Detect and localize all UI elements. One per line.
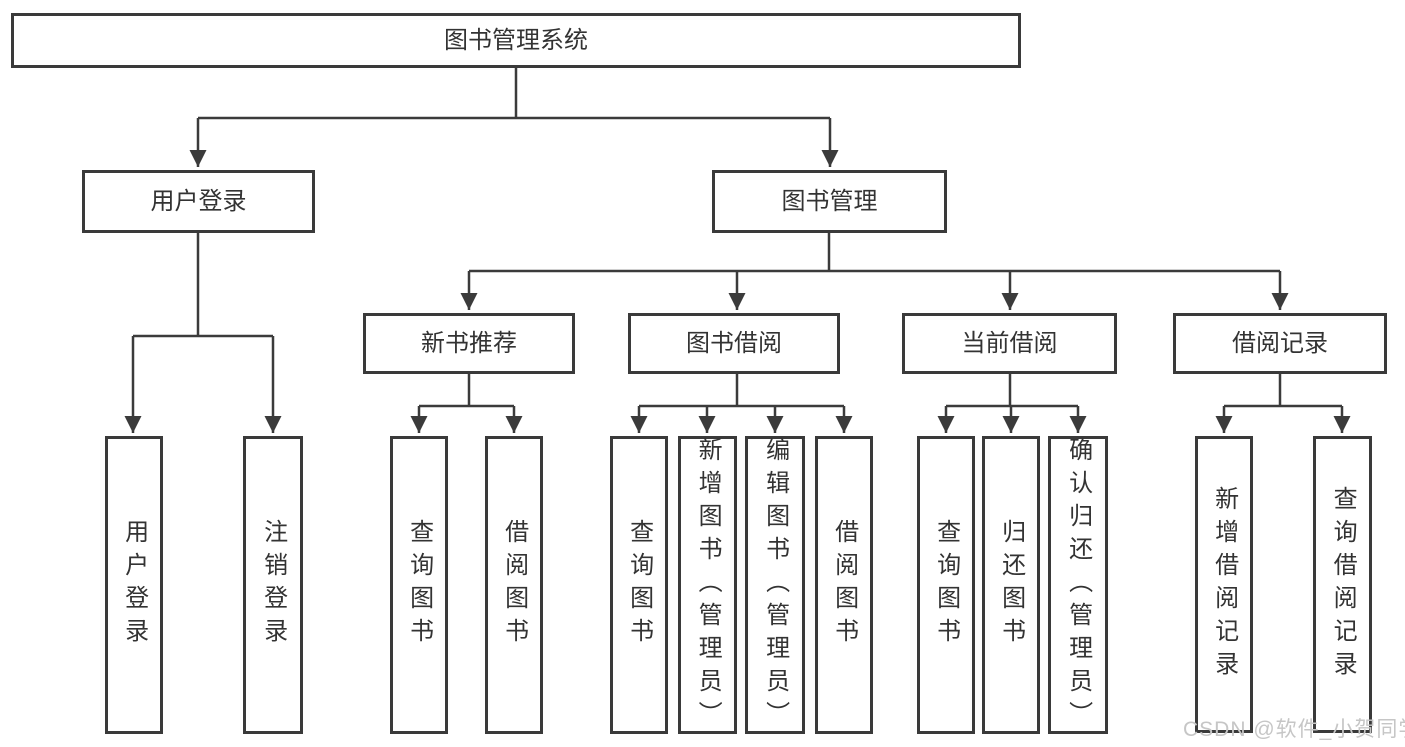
node-user-login-leaf: 用户登录 bbox=[105, 436, 163, 734]
node-logout: 注销登录 bbox=[243, 436, 303, 734]
node-nb-borrow-books: 借阅图书 bbox=[485, 436, 543, 734]
node-bb-edit-books-admin: 编辑图书（管理员） bbox=[745, 436, 805, 734]
connector-root-to-level2 bbox=[189, 68, 839, 167]
node-br-query-record: 查询借阅记录 bbox=[1313, 436, 1372, 733]
connector-bookborrow-to-children bbox=[630, 374, 853, 433]
connector-newbookrec-to-children bbox=[410, 374, 523, 433]
node-book-management: 图书管理 bbox=[712, 170, 947, 233]
node-nb-query-books: 查询图书 bbox=[390, 436, 448, 734]
node-borrow-records: 借阅记录 bbox=[1173, 313, 1387, 374]
watermark: CSDN @软件_小贺同学 bbox=[1183, 718, 1405, 741]
node-br-add-record: 新增借阅记录 bbox=[1195, 436, 1253, 733]
connector-userlogin-to-children bbox=[124, 232, 282, 433]
node-cb-confirm-return-admin: 确认归还（管理员） bbox=[1048, 436, 1108, 734]
node-bb-query-books: 查询图书 bbox=[610, 436, 668, 734]
node-current-borrow: 当前借阅 bbox=[902, 313, 1117, 374]
connector-borrowrecord-to-children bbox=[1215, 374, 1351, 433]
connector-bookmgmt-to-level3 bbox=[460, 232, 1289, 310]
node-root: 图书管理系统 bbox=[11, 13, 1021, 68]
node-book-borrowing: 图书借阅 bbox=[628, 313, 840, 374]
node-cb-query-books: 查询图书 bbox=[917, 436, 975, 734]
connector-currentborrow-to-children bbox=[937, 374, 1087, 433]
node-new-book-recommendation: 新书推荐 bbox=[363, 313, 575, 374]
node-bb-borrow-books: 借阅图书 bbox=[815, 436, 873, 734]
node-bb-add-books-admin: 新增图书（管理员） bbox=[678, 436, 737, 734]
node-cb-return-books: 归还图书 bbox=[982, 436, 1040, 734]
node-user-login: 用户登录 bbox=[82, 170, 315, 233]
